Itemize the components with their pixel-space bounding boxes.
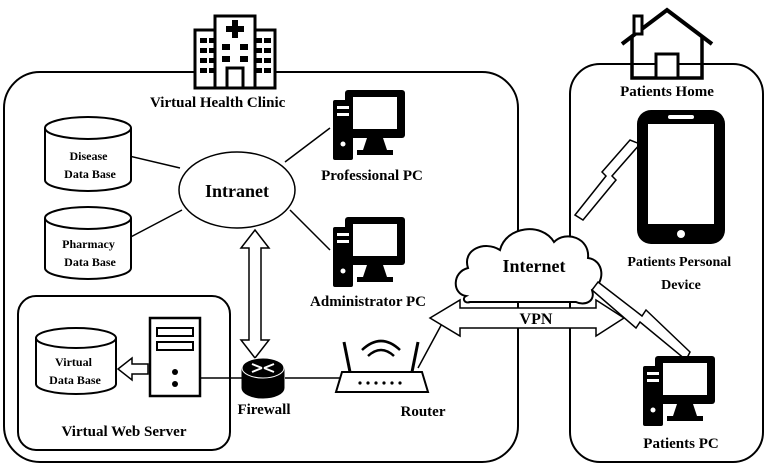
internet-label: Internet xyxy=(503,256,566,276)
patients-pc-label: Patients PC xyxy=(643,436,718,452)
web-server-label: Virtual Web Server xyxy=(62,424,187,440)
patients-device-line1: Patients Personal xyxy=(627,255,731,270)
patients-device-line2: Device xyxy=(661,278,701,293)
vpn-label: VPN xyxy=(520,311,553,328)
disease-db-line1: Disease xyxy=(70,149,109,163)
pharmacy-db-line2: Data Base xyxy=(64,255,116,269)
disease-db-line2: Data Base xyxy=(64,167,116,181)
router-icon xyxy=(334,339,430,393)
administrator-pc-label: Administrator PC xyxy=(310,294,426,310)
connection-lines xyxy=(124,127,446,379)
firewall-icon xyxy=(241,357,285,399)
hospital-icon xyxy=(193,14,277,90)
pharmacy-db-line1: Pharmacy xyxy=(62,237,115,251)
intranet-node xyxy=(178,151,296,229)
disease-database-icon xyxy=(44,116,132,192)
virtual-db-label: Virtual Data Base xyxy=(49,355,101,387)
house-icon xyxy=(620,7,714,80)
administrator-pc-icon xyxy=(333,217,405,287)
professional-pc-icon xyxy=(333,90,405,160)
router-label: Router xyxy=(401,404,446,420)
smartphone-icon xyxy=(637,110,725,244)
intranet-label: Intranet xyxy=(205,181,269,201)
pharmacy-db-label: Pharmacy Data Base xyxy=(62,237,118,269)
web-server-icon xyxy=(148,316,202,398)
server-to-db-arrow xyxy=(116,356,149,382)
wireless-link-device xyxy=(573,139,642,221)
professional-pc-label: Professional PC xyxy=(321,168,423,184)
patients-home-label: Patients Home xyxy=(620,84,714,100)
internet-cloud-icon xyxy=(454,228,603,305)
pharmacy-database-icon xyxy=(44,206,132,280)
virtual-db-line2: Data Base xyxy=(49,373,101,387)
patients-pc-icon xyxy=(643,356,715,426)
firewall-label: Firewall xyxy=(237,402,290,418)
disease-db-label: Disease Data Base xyxy=(64,149,116,181)
virtual-db-line1: Virtual xyxy=(55,355,93,369)
clinic-label: Virtual Health Clinic xyxy=(150,95,286,111)
web-server-boundary xyxy=(17,295,231,451)
virtual-database-icon xyxy=(35,327,117,395)
intranet-firewall-arrow xyxy=(239,228,271,360)
patients-device-label: Patients Personal Device xyxy=(627,255,734,293)
